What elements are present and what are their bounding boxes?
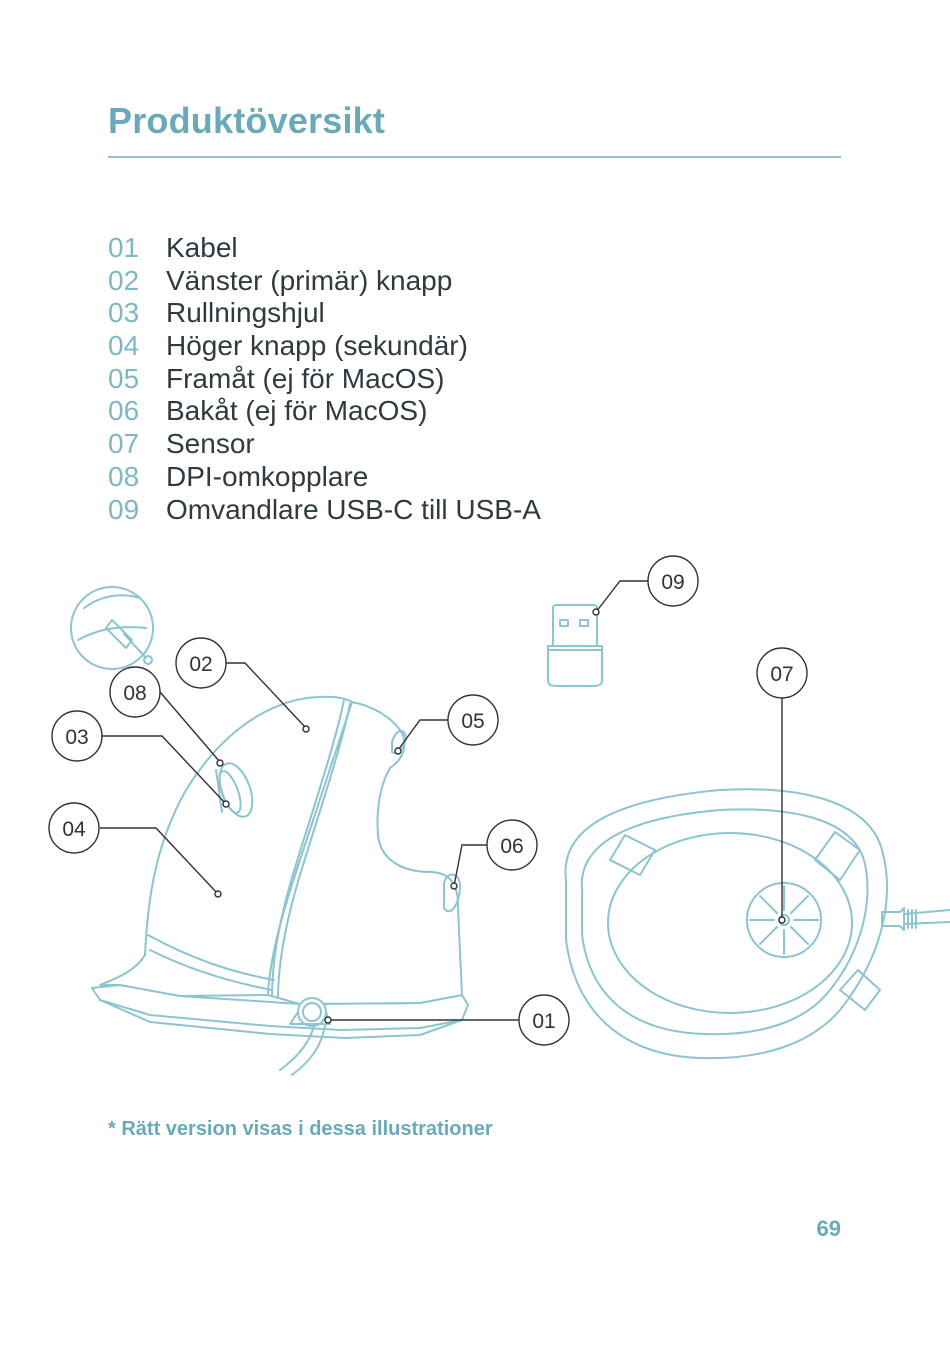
list-item: 06 Bakåt (ej för MacOS) — [108, 394, 541, 427]
callout-01-label: 01 — [532, 1010, 555, 1033]
part-number: 06 — [108, 395, 140, 427]
callout-08: 08 — [109, 666, 161, 718]
part-number: 01 — [108, 232, 140, 263]
callout-02-label: 02 — [189, 653, 212, 676]
part-label: Sensor — [166, 428, 255, 460]
callout-03: 03 — [51, 710, 103, 762]
list-item: 03 Rullningshjul — [108, 296, 541, 329]
callout-01: 01 — [518, 994, 570, 1046]
part-label: DPI-omkopplare — [166, 460, 369, 492]
part-label: Rullningshjul — [166, 297, 325, 329]
callout-08-label: 08 — [123, 682, 146, 705]
usb-adapter-illustration — [547, 604, 603, 687]
callout-03-label: 03 — [65, 726, 88, 749]
list-item: 04 Höger knapp (sekundär) — [108, 329, 541, 362]
callout-06: 06 — [486, 819, 538, 871]
list-item: 08 DPI-omkopplare — [108, 460, 541, 493]
list-item: 05 Framåt (ej för MacOS) — [108, 362, 541, 395]
callout-04: 04 — [48, 802, 100, 854]
mouse-bottom-illustration — [564, 788, 950, 1060]
list-item: 09 Omvandlare USB-C till USB-A — [108, 493, 541, 526]
callout-06-label: 06 — [500, 835, 523, 858]
parts-list: 01 Kabel 02 Vänster (primär) knapp 03 Rulln… — [108, 231, 541, 525]
title-divider — [108, 156, 841, 158]
part-label: Vänster (primär) knapp — [166, 264, 453, 296]
part-label: Framåt (ej för MacOS) — [166, 362, 445, 394]
callout-05-label: 05 — [461, 710, 484, 733]
page-number: 69 — [816, 1216, 841, 1241]
product-diagram: 01 02 03 04 05 06 07 08 09 — [48, 555, 950, 1076]
illustration-footnote: * Rätt version visas i dessa illustratio… — [108, 1118, 493, 1140]
mouse-illustration — [70, 586, 469, 1076]
part-label: Omvandlare USB-C till USB-A — [166, 493, 541, 525]
list-item: 01 Kabel — [108, 231, 541, 264]
part-number: 09 — [108, 493, 140, 525]
list-item: 07 Sensor — [108, 427, 541, 460]
callout-leader-lines — [100, 580, 783, 1021]
callout-05: 05 — [447, 694, 499, 746]
part-label: Kabel — [166, 232, 238, 263]
callout-07: 07 — [756, 647, 808, 699]
part-number: 05 — [108, 362, 140, 394]
callout-02: 02 — [175, 637, 227, 689]
callout-09-label: 09 — [661, 571, 684, 594]
part-number: 08 — [108, 460, 140, 492]
page-title: Produktöversikt — [108, 100, 386, 141]
callout-04-label: 04 — [62, 818, 86, 841]
part-number: 02 — [108, 264, 140, 296]
callout-anchor-dots — [214, 608, 786, 1024]
part-label: Höger knapp (sekundär) — [166, 330, 468, 362]
part-label: Bakåt (ej för MacOS) — [166, 395, 428, 427]
callout-09: 09 — [647, 555, 699, 607]
callout-07-label: 07 — [770, 663, 793, 686]
list-item: 02 Vänster (primär) knapp — [108, 264, 541, 297]
part-number: 04 — [108, 330, 140, 362]
part-number: 03 — [108, 297, 140, 329]
part-number: 07 — [108, 428, 140, 460]
